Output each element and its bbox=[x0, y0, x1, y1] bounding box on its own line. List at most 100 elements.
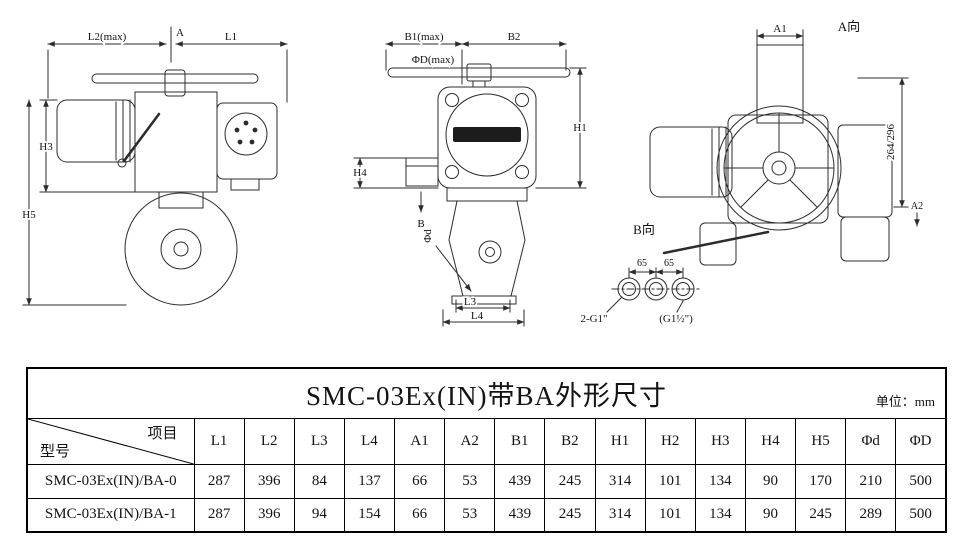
section-label-b: B bbox=[417, 218, 424, 230]
corner-label-model: 型号 bbox=[40, 443, 71, 460]
rear-view-dimensions bbox=[756, 29, 920, 227]
column-header: B1 bbox=[494, 417, 546, 465]
left-side-view: L2(max) A L1 H3 H5 bbox=[21, 25, 288, 306]
front-cover-circle bbox=[445, 93, 529, 177]
dim-value: 287 bbox=[193, 497, 245, 533]
rear-view: A1 A向 264/296 A2 bbox=[649, 19, 925, 266]
column-header: L3 bbox=[293, 417, 345, 465]
column-header: L4 bbox=[343, 417, 396, 465]
lower-unit bbox=[699, 222, 737, 266]
corner-label-item: 项目 bbox=[147, 425, 178, 442]
column-header: H5 bbox=[794, 417, 847, 465]
motor-housing bbox=[649, 126, 733, 198]
column-header: B2 bbox=[544, 417, 596, 465]
handwheel-bar bbox=[91, 73, 259, 84]
dim-value: 53 bbox=[444, 497, 496, 533]
dim-value: 134 bbox=[694, 497, 746, 533]
b-detail-dimensions bbox=[606, 267, 684, 313]
dim-value: 66 bbox=[393, 463, 446, 499]
column-header: A2 bbox=[444, 417, 496, 465]
column-header: H4 bbox=[744, 417, 797, 465]
model-name: SMC-03Ex(IN)/BA-1 bbox=[26, 497, 195, 533]
diagonal-divider bbox=[28, 419, 193, 463]
column-header: H2 bbox=[644, 417, 696, 465]
connector-face bbox=[224, 112, 268, 156]
dim-value: 170 bbox=[794, 463, 847, 499]
outline-drawings: L2(max) A L1 H3 H5 bbox=[21, 19, 925, 327]
dim-value: 245 bbox=[544, 497, 596, 533]
left-view-dimensions bbox=[22, 26, 288, 306]
left-view-geometry bbox=[56, 69, 278, 306]
front-view: B1(max) B2 ΦD(max) H1 H4 B Φd L3 L4 bbox=[352, 29, 588, 327]
view-label-b: B向 bbox=[633, 222, 655, 237]
dim-value: 245 bbox=[794, 497, 847, 533]
dim-label-phiD: ΦD(max) bbox=[412, 54, 455, 66]
dim-value: 314 bbox=[594, 497, 646, 533]
dim-value: 289 bbox=[845, 497, 897, 533]
dim-label-b1: B1(max) bbox=[404, 31, 443, 43]
dim-label-h3: H3 bbox=[39, 141, 53, 153]
view-label-a: A向 bbox=[838, 19, 860, 34]
handwheel-bar bbox=[387, 67, 571, 78]
dim-value: 90 bbox=[744, 463, 797, 499]
column-header: H3 bbox=[694, 417, 746, 465]
column-header: Φd bbox=[845, 417, 897, 465]
actuator-body bbox=[134, 91, 218, 193]
dim-label-65-left: 65 bbox=[637, 258, 647, 269]
b-detail-geometry bbox=[611, 277, 701, 301]
dimension-table-grid: SMC-03Ex(IN)带BA外形尺寸 单位：mm 项目 型号 L1 L2 L3… bbox=[26, 367, 947, 533]
rear-view-geometry bbox=[649, 44, 893, 266]
column-header: H1 bbox=[594, 417, 646, 465]
dim-label-264-296: 264/296 bbox=[885, 123, 897, 160]
riser-column bbox=[756, 44, 804, 124]
nameplate bbox=[453, 127, 521, 142]
dim-value: 101 bbox=[644, 497, 696, 533]
dim-label-a2: A2 bbox=[911, 201, 923, 212]
dim-label-l1: L1 bbox=[225, 31, 237, 43]
table-title-cell: SMC-03Ex(IN)带BA外形尺寸 单位：mm bbox=[26, 367, 947, 419]
dimension-table: SMC-03Ex(IN)带BA外形尺寸 单位：mm 项目 型号 L1 L2 L3… bbox=[26, 367, 947, 533]
conduit-box bbox=[405, 157, 439, 187]
dim-value: 134 bbox=[694, 463, 746, 499]
dim-value: 500 bbox=[895, 463, 947, 499]
front-view-geometry bbox=[387, 63, 571, 305]
table-unit: 单位：mm bbox=[875, 393, 935, 409]
dim-label-b2: B2 bbox=[508, 31, 521, 43]
table-row: SMC-03Ex(IN)/BA-1 287 396 94 154 66 53 4… bbox=[26, 497, 947, 533]
column-header: L1 bbox=[193, 417, 245, 465]
bottom-wheel bbox=[124, 192, 238, 306]
dim-label-h4: H4 bbox=[353, 167, 367, 179]
table-corner-cell: 项目 型号 bbox=[26, 417, 195, 465]
dim-value: 396 bbox=[243, 463, 295, 499]
dim-value: 84 bbox=[293, 463, 345, 499]
mounting-flange bbox=[446, 187, 528, 202]
dim-value: 137 bbox=[343, 463, 396, 499]
b-direction-detail: B向 65 65 2-G1" (G1½") bbox=[579, 222, 701, 327]
dim-value: 314 bbox=[594, 463, 646, 499]
dim-value: 245 bbox=[544, 463, 596, 499]
dim-label-a1: A1 bbox=[773, 23, 786, 35]
dim-value: 53 bbox=[444, 463, 496, 499]
column-header: A1 bbox=[393, 417, 446, 465]
dim-value: 94 bbox=[293, 497, 345, 533]
dim-value: 154 bbox=[343, 497, 396, 533]
dim-label-phid: Φd bbox=[422, 229, 434, 243]
dim-value: 66 bbox=[393, 497, 446, 533]
dim-value: 287 bbox=[193, 463, 245, 499]
section-label-a: A bbox=[176, 27, 184, 39]
dim-label-h5: H5 bbox=[22, 209, 36, 221]
column-header: ΦD bbox=[895, 417, 947, 465]
front-view-dimensions bbox=[353, 41, 587, 327]
thread-label-right: (G1½") bbox=[659, 313, 693, 325]
table-row: SMC-03Ex(IN)/BA-0 287 396 84 137 66 53 4… bbox=[26, 463, 947, 499]
model-name: SMC-03Ex(IN)/BA-0 bbox=[26, 463, 195, 499]
side-housing bbox=[837, 124, 893, 218]
hand-lever bbox=[662, 230, 770, 255]
dim-label-l3: L3 bbox=[464, 296, 477, 308]
dim-label-h1: H1 bbox=[573, 122, 586, 134]
gear-housing bbox=[727, 114, 829, 224]
dim-label-l2: L2(max) bbox=[88, 31, 127, 43]
dim-value: 439 bbox=[494, 463, 546, 499]
table-title: SMC-03Ex(IN)带BA外形尺寸 bbox=[306, 380, 667, 411]
